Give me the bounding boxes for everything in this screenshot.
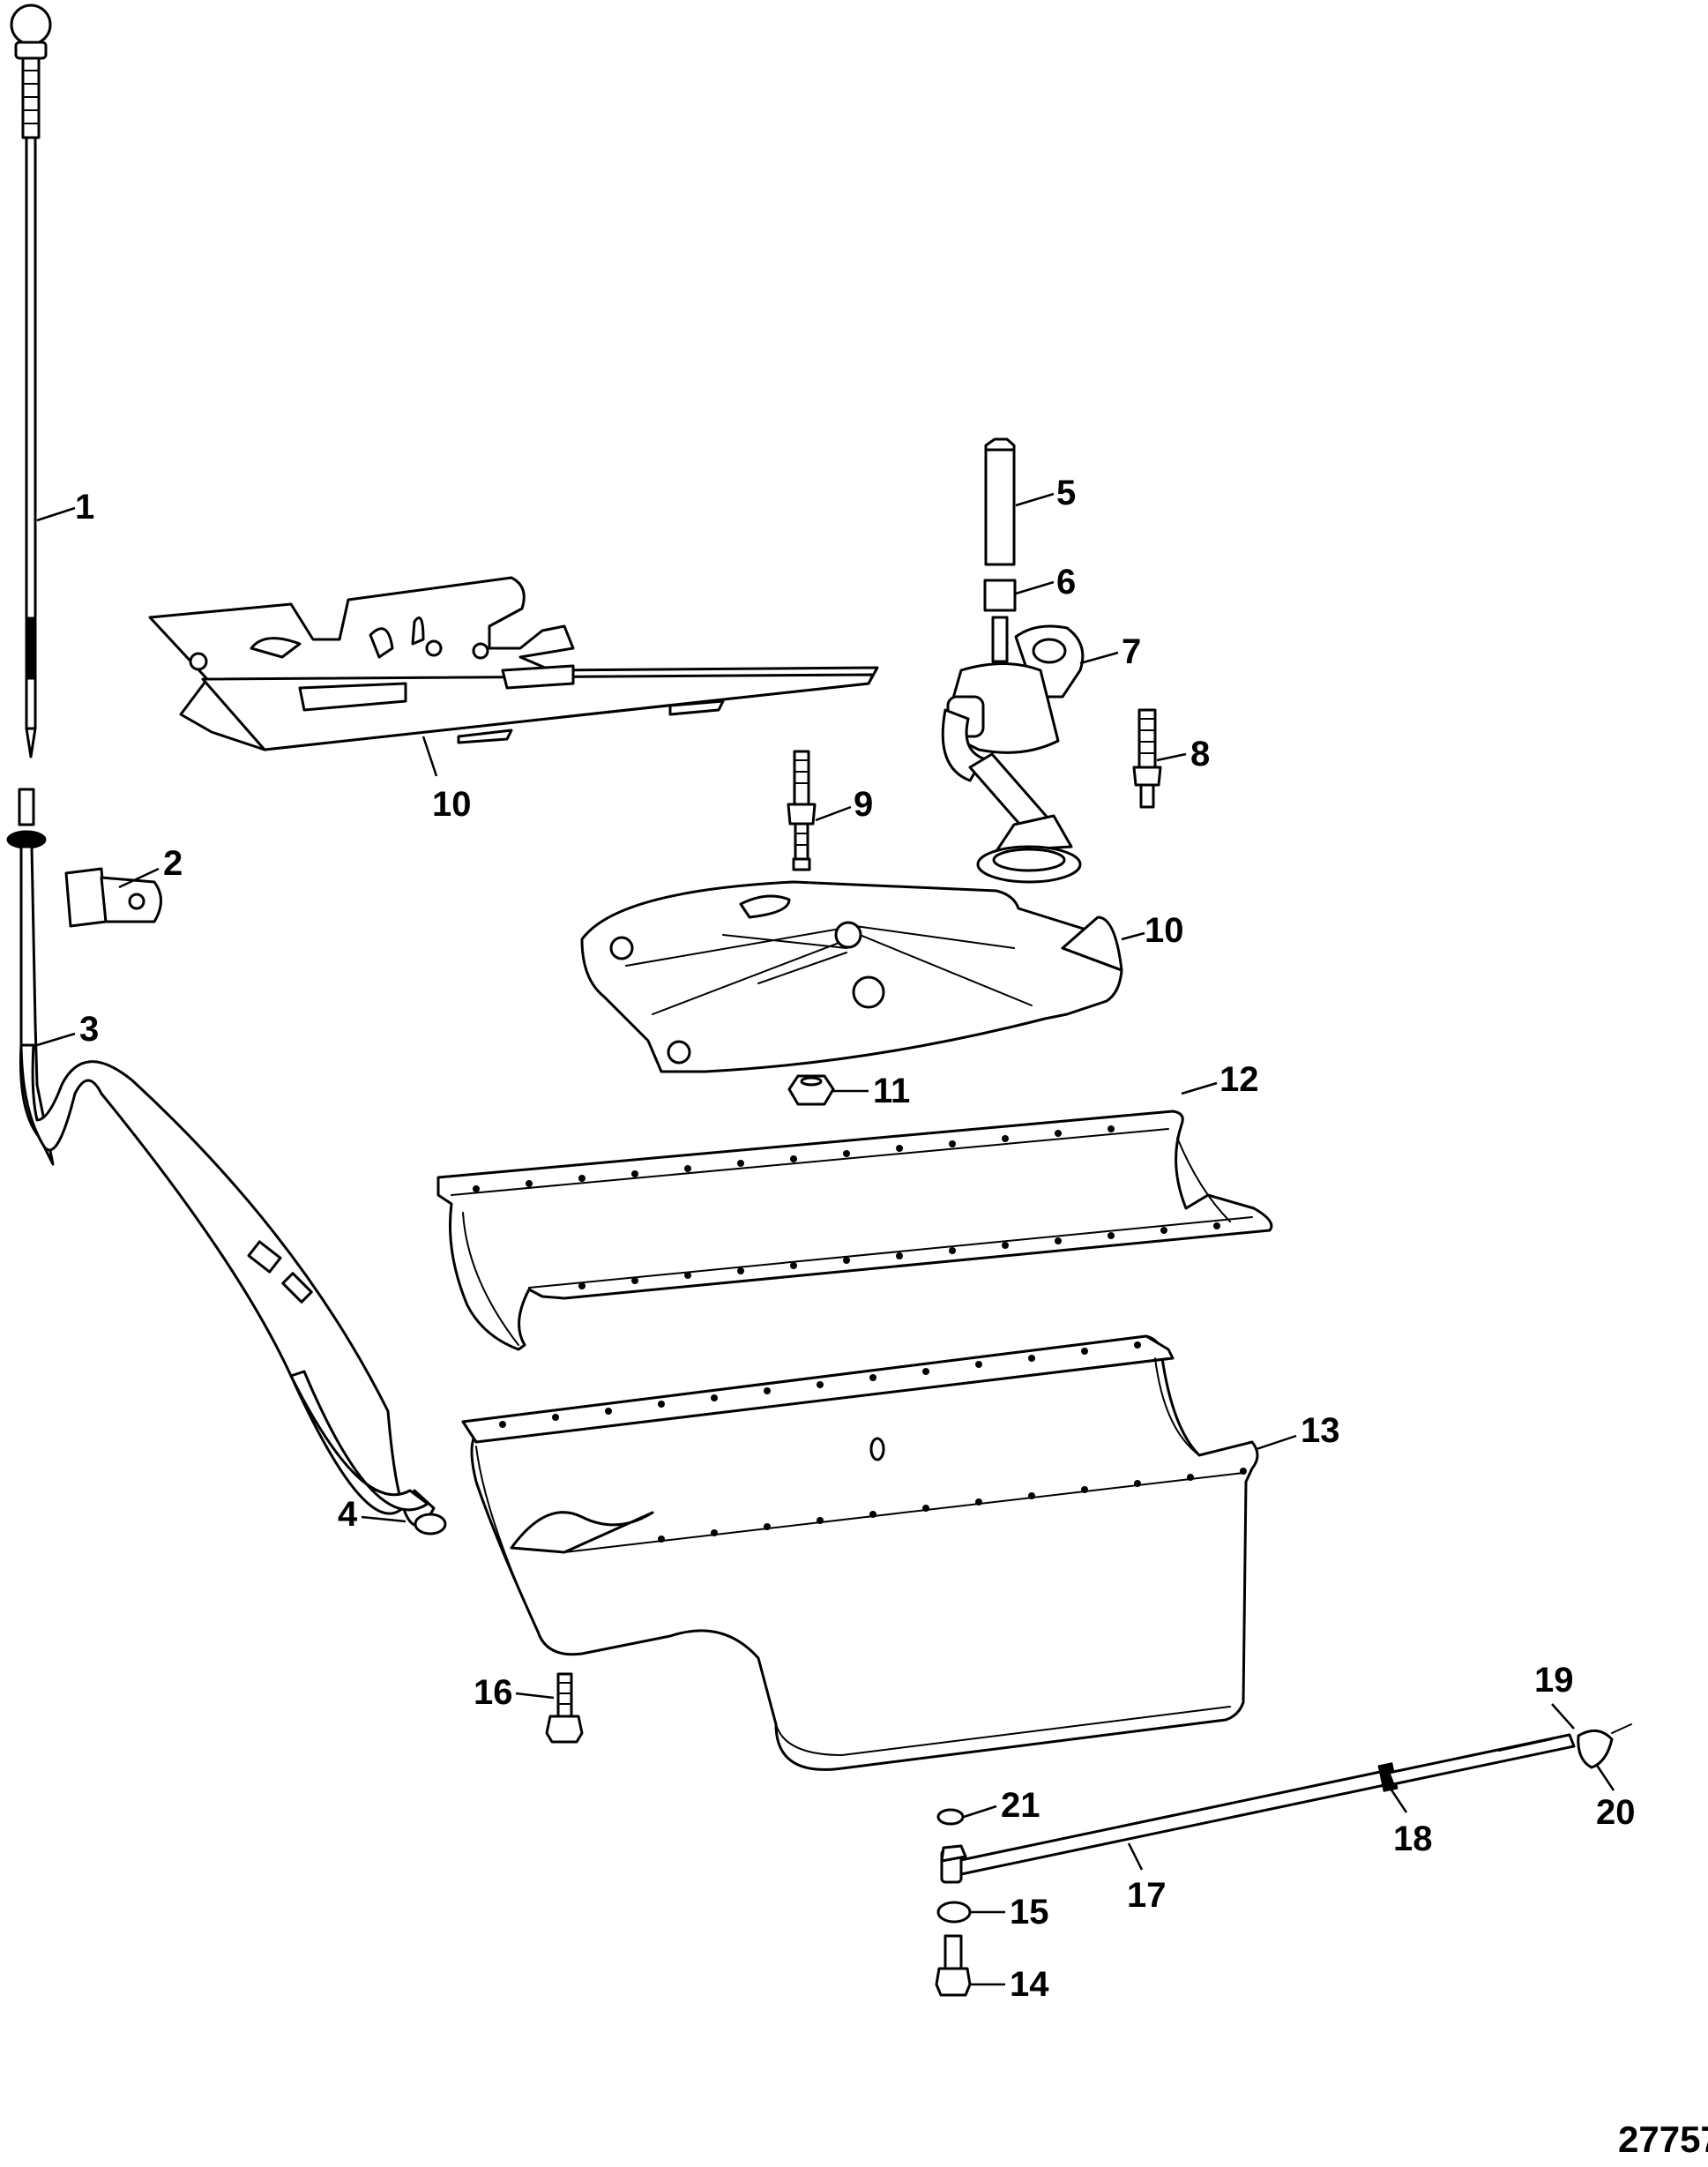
part-6-coupler: [983, 579, 1017, 612]
callout-3: 3: [79, 1010, 99, 1049]
part-11-nut: [787, 1074, 835, 1106]
callout-17: 17: [1127, 1876, 1167, 1915]
part-15-washer: [936, 1901, 972, 1924]
part-1-dipstick: [10, 4, 52, 758]
part-7-oil-pump: [941, 616, 1085, 884]
callout-19: 19: [1534, 1661, 1574, 1700]
part-16-bolt: [545, 1672, 584, 1744]
callout-labels: 1 2 3 4 5 6 7 8 9 10 10 11 12 13 14 15 1…: [75, 474, 1636, 2004]
callout-6: 6: [1056, 563, 1076, 602]
callout-18: 18: [1393, 1820, 1433, 1858]
part-14-drain-plug: [935, 1934, 972, 1997]
callout-13: 13: [1301, 1411, 1340, 1450]
callout-12: 12: [1219, 1060, 1259, 1099]
part-5-pump-shaft: [984, 437, 1016, 566]
part-21-o-ring: [936, 1808, 965, 1826]
part-10-windage-tray-upper: [148, 576, 879, 751]
callout-7: 7: [1122, 632, 1141, 671]
callout-8: 8: [1190, 735, 1210, 773]
callout-10-lower: 10: [1145, 911, 1184, 950]
callout-16: 16: [474, 1673, 513, 1712]
part-8-stud: [1132, 708, 1162, 809]
part-4-o-ring: [414, 1513, 447, 1536]
callout-20: 20: [1596, 1793, 1636, 1832]
part-2-clip: [64, 867, 162, 928]
part-10-baffle-plate-lower: [580, 880, 1123, 1073]
part-12-oil-pan-gasket: [436, 1110, 1273, 1351]
callout-2: 2: [163, 844, 183, 883]
callout-11: 11: [873, 1072, 910, 1110]
part-9-stud: [787, 750, 817, 871]
gasket-bolt-holes: [473, 1125, 1220, 1289]
callout-14: 14: [1010, 1965, 1049, 2004]
callout-4: 4: [338, 1495, 358, 1534]
callout-9: 9: [854, 785, 873, 824]
pan-bolt-holes: [499, 1341, 1247, 1543]
callout-10-upper: 10: [432, 785, 472, 824]
leader-lines: [36, 492, 1615, 1986]
figure-number: 27757: [1618, 2118, 1708, 2160]
part-20-cap: [1577, 1723, 1632, 1769]
callout-5: 5: [1056, 474, 1076, 512]
callout-15: 15: [1010, 1893, 1049, 1932]
callout-1: 1: [75, 488, 94, 527]
part-19-clamp: [1387, 1733, 1576, 1786]
callout-21: 21: [1001, 1786, 1040, 1825]
part-3-dipstick-tube: [6, 788, 436, 1528]
part-13-oil-pan: [461, 1334, 1259, 1771]
